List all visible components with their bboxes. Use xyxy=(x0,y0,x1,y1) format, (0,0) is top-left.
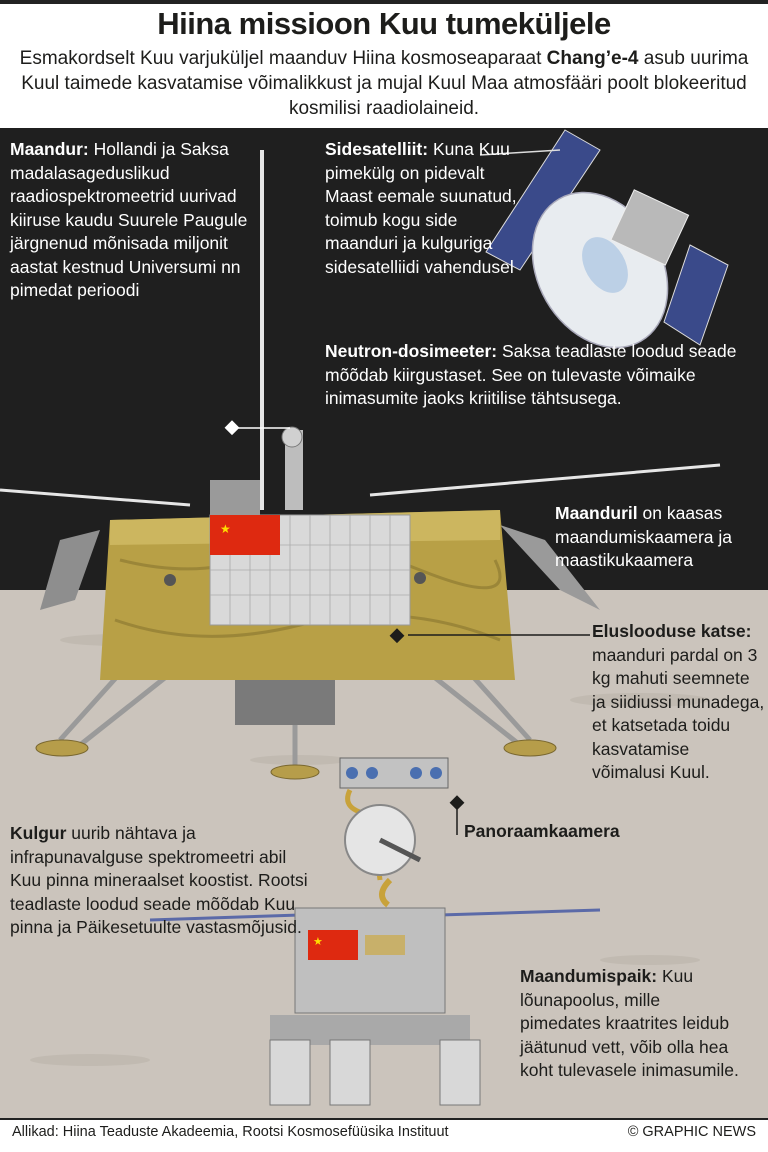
page-title: Hiina missioon Kuu tumeküljele xyxy=(157,6,611,41)
label-panorama: Panoraamkaamera xyxy=(464,820,664,844)
label-neutron-text: Saksa teadlaste loodud seade mõõdab kiir… xyxy=(325,341,737,408)
label-lander-text: Hollandi ja Saksa madalasageduslikud raa… xyxy=(10,139,248,300)
surface-texture xyxy=(30,634,710,1066)
intro-rest: asub uurima Kuul taimede kasvatamise või… xyxy=(21,48,749,119)
relay-satellite xyxy=(479,129,729,349)
label-lander: Maandur: Hollandi ja Saksa madalasagedus… xyxy=(10,138,260,303)
label-satellite-text: Kuna Kuu pimekülg on pidevalt Maast eema… xyxy=(325,139,517,277)
label-satellite-head: Sidesatelliit: xyxy=(325,139,429,159)
label-landing-site: Maandumispaik: Kuu lõunapoolus, mille pi… xyxy=(520,965,745,1083)
intro-text: Esmakordselt Kuu varjuküljel maanduv Hii… xyxy=(10,46,758,121)
graphic-credit: © GRAPHIC NEWS xyxy=(627,1124,756,1140)
lander-body: ★ xyxy=(100,426,515,725)
lander-side-panel-right xyxy=(500,525,600,610)
label-biology: Elusloodusе katse: maanduri pardal on 3 … xyxy=(592,620,766,785)
intro-lead: Esmakordselt Kuu varjuküljel maanduv Hii… xyxy=(19,48,547,69)
footer xyxy=(0,1118,768,1152)
lander-antennas xyxy=(0,150,721,510)
label-rover: Kulgur uurib nähtava ja infrapunavalguse… xyxy=(10,822,320,940)
label-landing-site-text: Kuu lõunapoolus, mille pimedates kraatri… xyxy=(520,966,739,1080)
label-biology-text: maanduri pardal on 3 kg mahuti seemnete … xyxy=(592,644,765,783)
svg-text:★: ★ xyxy=(313,935,323,948)
label-neutron: Neutron-dosimeeter: Saksa teadlaste lood… xyxy=(325,340,745,411)
label-rover-text: uurib nähtava ja infrapunavalguse spektr… xyxy=(10,823,308,937)
top-rule xyxy=(0,0,768,4)
label-satellite: Sidesatelliit: Kuna Kuu pimekülg on pide… xyxy=(325,138,535,279)
label-landing-site-head: Maandumispaik: xyxy=(520,966,658,986)
label-panorama-head: Panoraamkaamera xyxy=(464,821,620,841)
label-lander-head: Maandur: xyxy=(10,139,89,159)
label-cameras-text: on kaasas maandumiskaamera ja maastikuka… xyxy=(555,503,733,570)
lander-side-panel-left xyxy=(40,530,100,610)
label-rover-head: Kulgur xyxy=(10,823,67,843)
label-biology-head: Elusloodusе katse: xyxy=(592,621,752,641)
label-neutron-head: Neutron-dosimeeter: xyxy=(325,341,498,361)
lander-footpads xyxy=(35,739,557,780)
leader-lines xyxy=(224,420,590,835)
rover: ★ xyxy=(149,757,601,1106)
svg-text:★: ★ xyxy=(220,522,231,536)
source-credit: Allikad: Hiina Teaduste Akadeemia, Roots… xyxy=(12,1124,449,1140)
intro-mission-name: Chang’e-4 xyxy=(546,48,639,69)
label-cameras-head: Maanduril xyxy=(555,503,638,523)
label-cameras: Maanduril on kaasas maandumiskaamera ja … xyxy=(555,502,760,573)
